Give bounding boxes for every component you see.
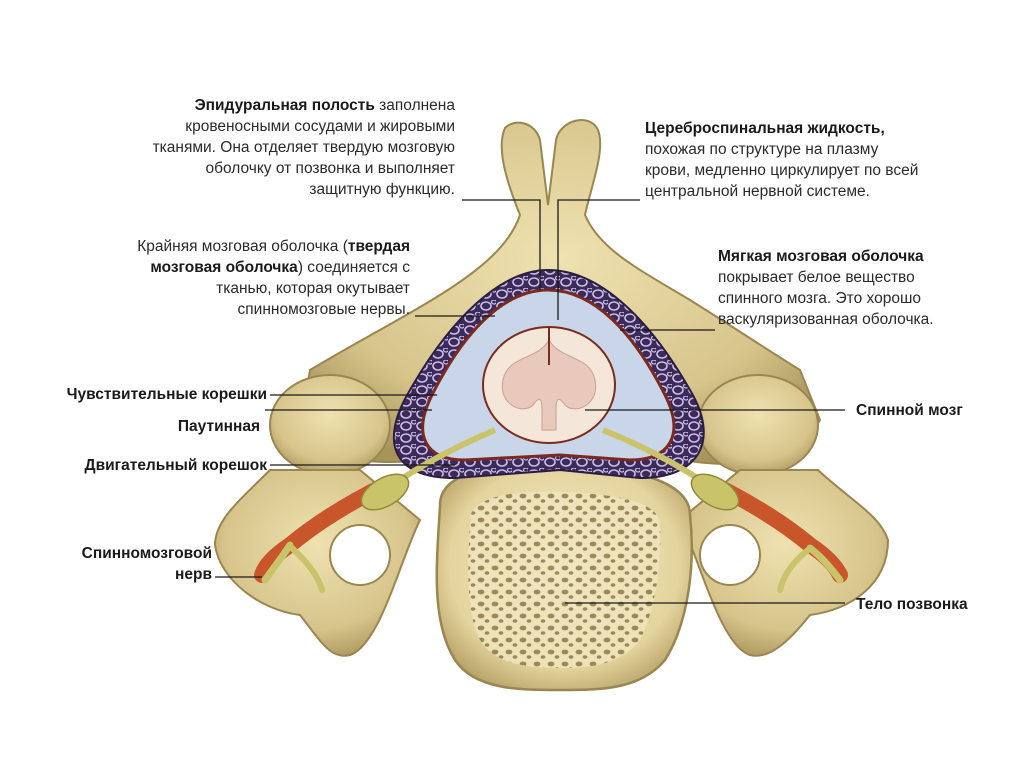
dura-line1-term: твердая [347, 238, 410, 255]
pia-line-3: васкуляризованная оболочка. [718, 311, 934, 328]
pia-line-1: покрывает белое вещество [718, 269, 915, 286]
epidural-line-2: тканями. Она отделяет твердую мозговую [152, 139, 455, 156]
csf-line-2: крови, медленно циркулирует по всей [645, 162, 919, 179]
pia-label: Мягкая мозговая оболочка покрывает белое… [718, 246, 1008, 330]
epidural-line-4: защитную функцию. [309, 181, 455, 198]
epidural-line-3: оболочку от позвонка и выполняет [205, 160, 456, 177]
epidural-term: Эпидуральная полость [194, 97, 375, 114]
pia-term: Мягкая мозговая оболочка [718, 248, 924, 265]
dura-line-4: спинномозговые нервы. [237, 301, 410, 318]
dura-line2-term: мозговая оболочка [150, 259, 298, 276]
arachnoid-label: Паутинная [177, 418, 260, 435]
csf-line-1: похожая по структуре на плазму [645, 141, 879, 158]
transverse-processes [213, 374, 890, 657]
spinal-nerve-line-1: нерв [175, 566, 212, 583]
vertebral-body-label: Тело позвонка [856, 596, 968, 613]
dura-line2-b: ) соединяется с [297, 259, 410, 276]
dura-line1-a: Крайняя мозговая оболочка ( [137, 238, 348, 255]
nerve-roots [254, 427, 848, 593]
spinal-nerve-label: Спинномозговой нерв [10, 543, 212, 585]
sensory-roots-label: Чувствительные корешки [66, 386, 267, 403]
leader-lines [215, 199, 845, 604]
epidural-label: Эпидуральная полость заполнена кровеносн… [120, 95, 455, 200]
csf-line-0: , [880, 120, 885, 137]
spinal-cord-label: Спинной мозг [856, 402, 963, 419]
vertebral-body [435, 462, 693, 692]
epidural-line-1: кровеносными сосудами и жировыми [185, 118, 455, 135]
csf-label: Цереброспинальная жидкость, похожая по с… [645, 118, 985, 202]
pia-line-2: спинного мозга. Это хорошо [718, 290, 922, 307]
csf-term: Цереброспинальная жидкость [645, 120, 881, 137]
csf-line-3: центральной нервной системе. [645, 183, 870, 200]
epidural-line-0: заполнена [374, 97, 455, 114]
motor-root-label: Двигательный корешок [84, 457, 267, 474]
dura-label: Крайняя мозговая оболочка (твердая мозго… [80, 236, 410, 320]
spinal-cord [482, 326, 616, 444]
dura-line-3: тканью, которая окутывает [216, 280, 410, 297]
spinal-nerve-line-0: Спинномозговой [81, 545, 212, 562]
